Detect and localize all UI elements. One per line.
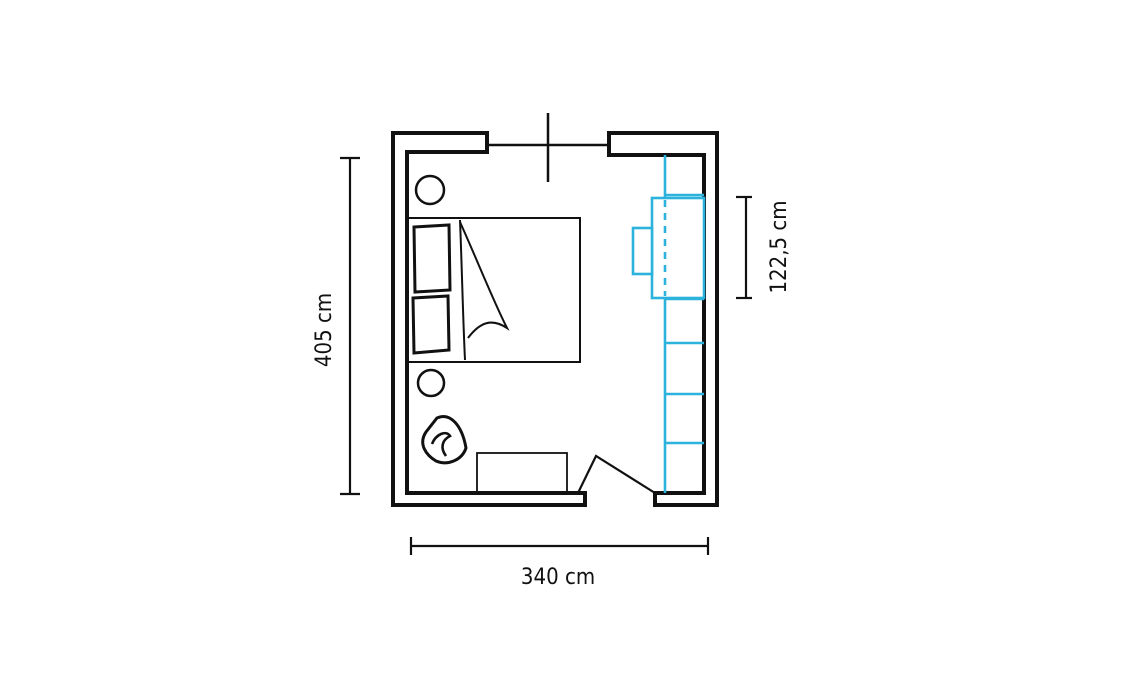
dresser <box>476 452 568 494</box>
door-leaf <box>577 454 656 494</box>
wall-top-left <box>391 131 587 507</box>
pillow-top <box>412 223 452 294</box>
blanket-edge <box>459 219 466 361</box>
window <box>487 113 609 182</box>
armchair-seat <box>430 431 452 457</box>
dimension-wardrobe <box>736 195 752 300</box>
nightstand-bottom <box>416 368 446 398</box>
blanket-fold <box>459 221 510 339</box>
armchair-back <box>421 415 468 465</box>
dimension-width <box>409 537 710 555</box>
wardrobe-dim-label: 122,5 cm <box>767 200 792 293</box>
armchair <box>421 415 468 465</box>
desk-chair <box>631 226 654 276</box>
wardrobe <box>631 155 706 493</box>
dimension-height <box>340 156 360 496</box>
wall-top-right <box>607 131 719 507</box>
nightstand-top <box>414 174 446 206</box>
double-bed <box>407 217 581 363</box>
height-label: 405 cm <box>312 293 337 367</box>
width-label: 340 cm <box>521 565 595 590</box>
door <box>577 454 656 494</box>
nightstands <box>414 174 446 398</box>
desk <box>650 196 706 300</box>
pillow-bottom <box>411 294 451 355</box>
